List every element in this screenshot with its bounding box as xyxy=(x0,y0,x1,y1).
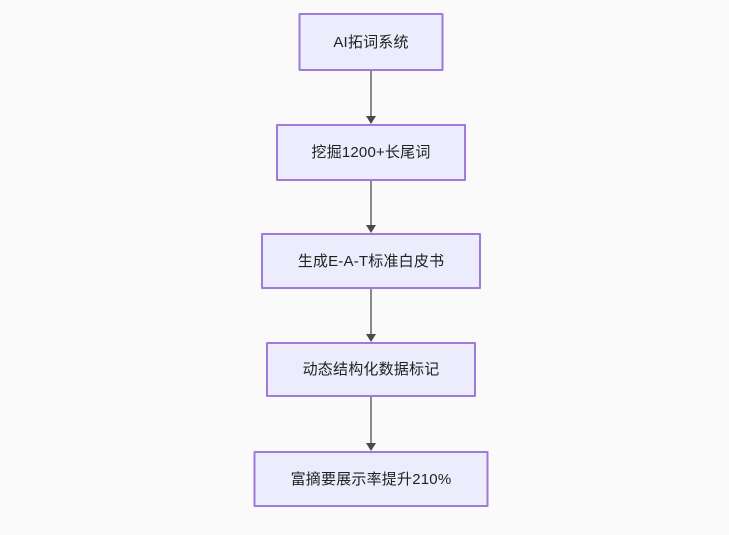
flow-node-rich-snippet-uplift[interactable]: 富摘要展示率提升210% xyxy=(253,451,489,507)
flow-arrow-line xyxy=(370,71,372,116)
flow-node-generate-eat-whitepaper[interactable]: 生成E-A-T标准白皮书 xyxy=(261,233,481,289)
flow-node-label: 生成E-A-T标准白皮书 xyxy=(297,252,445,270)
flow-arrow-line xyxy=(370,397,372,443)
arrow-head-icon xyxy=(366,225,376,233)
flow-arrow-line xyxy=(370,289,372,334)
flow-node-label: 动态结构化数据标记 xyxy=(302,361,440,378)
arrow-head-icon xyxy=(366,443,376,451)
arrow-head-icon xyxy=(366,334,376,342)
flow-node-label: 挖掘1200+长尾词 xyxy=(311,144,431,161)
flow-arrow-line xyxy=(370,181,372,225)
flow-node-label: AI拓词系统 xyxy=(333,33,409,51)
flow-node-dynamic-structured-data[interactable]: 动态结构化数据标记 xyxy=(266,342,476,397)
flow-node-ai-keyword-system[interactable]: AI拓词系统 xyxy=(298,13,444,71)
flow-node-label: 富摘要展示率提升210% xyxy=(290,470,452,488)
arrow-head-icon xyxy=(366,116,376,124)
flow-node-mine-longtail-keywords[interactable]: 挖掘1200+长尾词 xyxy=(276,124,466,181)
